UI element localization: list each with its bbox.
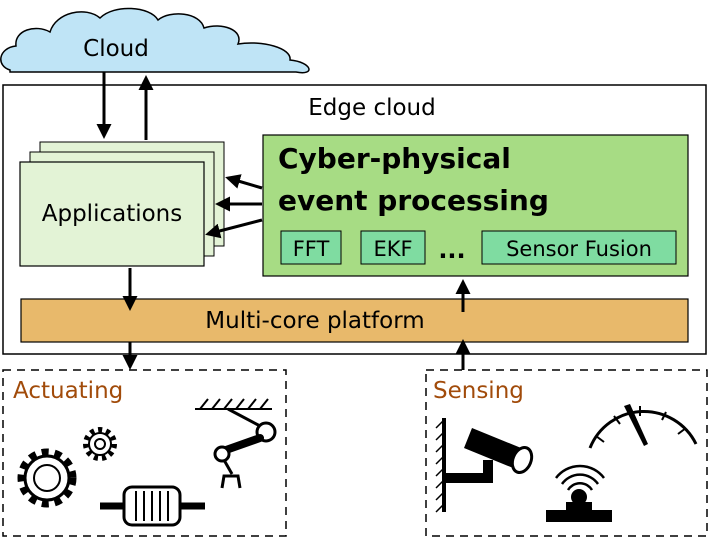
edge-cloud-label: Edge cloud [308, 95, 435, 121]
cpep-title-line1: Cyber-physical [278, 142, 511, 175]
platform-label: Multi-core platform [205, 308, 424, 334]
arrow-cpep-to-apps-3 [205, 218, 263, 239]
sensing-label: Sensing [433, 378, 524, 404]
module-sensor-fusion-box [481, 230, 677, 265]
sensing-box: Sensing [425, 369, 708, 537]
cpep-box: Cyber-physical event processing FFT EKF … [262, 134, 689, 277]
actuating-box: Actuating [2, 369, 287, 537]
robot-arm-icon [195, 398, 277, 489]
actuating-label: Actuating [13, 378, 123, 404]
gear-large-icon [17, 448, 77, 508]
module-sensor-fusion-label: Sensor Fusion [506, 237, 652, 261]
cpep-title-line2: event processing [278, 184, 549, 217]
applications-label: Applications [42, 201, 183, 227]
motor-icon [100, 485, 205, 527]
arrow-cpep-to-apps-1 [225, 174, 263, 190]
module-fft-box [280, 230, 342, 265]
platform-bar: Multi-core platform [20, 298, 689, 343]
applications-stack: Applications [19, 141, 225, 267]
cloud-node: Cloud [0, 7, 310, 74]
module-ekf-box [360, 230, 426, 265]
edge-cloud-box: Edge cloud [2, 84, 707, 355]
gear-small-icon [83, 427, 117, 461]
module-ekf-label: EKF [373, 237, 412, 261]
wireless-sensor-icon [546, 464, 612, 522]
gauge-icon [588, 404, 698, 449]
module-ellipsis: ... [438, 236, 465, 264]
module-fft-label: FFT [293, 237, 330, 261]
camera-icon [435, 418, 534, 513]
cloud-shape [0, 7, 310, 74]
cloud-label: Cloud [83, 36, 149, 62]
